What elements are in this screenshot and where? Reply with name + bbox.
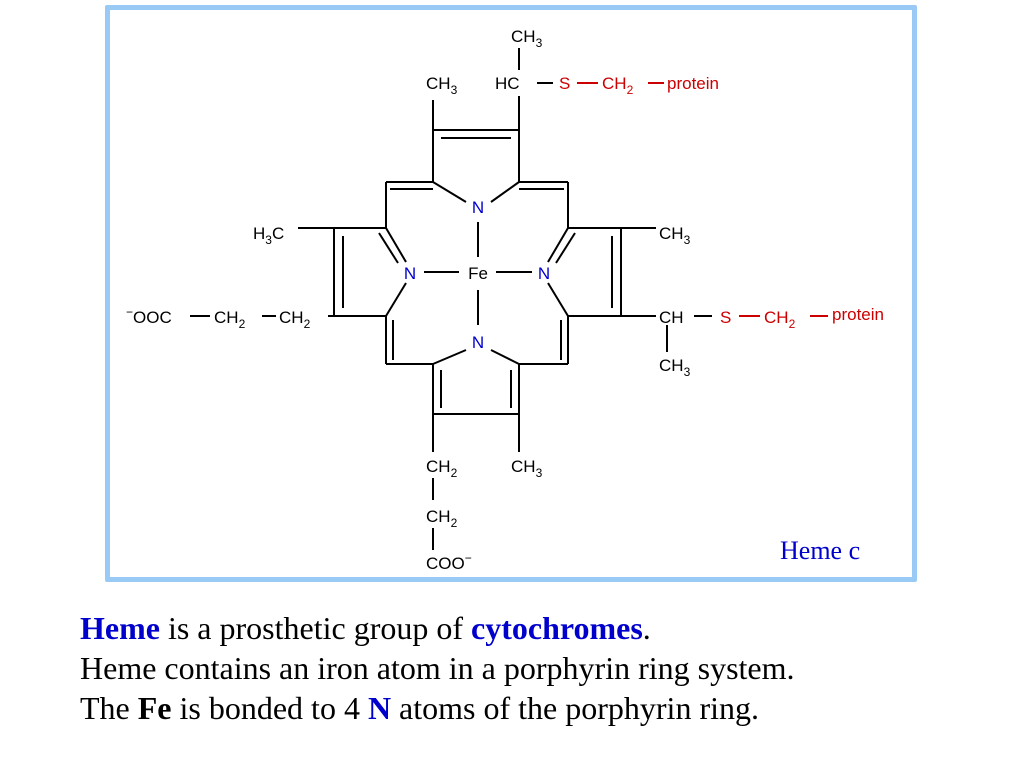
diagram-frame	[105, 5, 917, 582]
fe-label: Fe	[468, 264, 488, 283]
red-bonds	[577, 82, 828, 317]
ch2-top: CH2	[602, 74, 634, 97]
ch3-bottom-right: CH3	[511, 457, 543, 480]
coo-bottom: COO−	[426, 551, 472, 573]
ooc-left: −OOC	[126, 305, 172, 327]
ch2-bottom-a: CH2	[426, 457, 458, 480]
s-top: S	[559, 74, 570, 93]
ch2-left-a: CH2	[214, 308, 246, 331]
ch2-bottom-b: CH2	[426, 507, 458, 530]
n-left-label: N	[404, 264, 416, 283]
description-line-2: Heme contains an iron atom in a porphyri…	[80, 650, 795, 686]
protein-top: protein	[667, 74, 719, 93]
ch2-right: CH2	[764, 308, 796, 331]
n-bottom-label: N	[472, 333, 484, 352]
h3c-left: H3C	[253, 224, 284, 247]
ch3-right-upper: CH3	[659, 224, 691, 247]
description-line-1: Heme is a prosthetic group of cytochrome…	[80, 610, 651, 646]
description-text: Heme is a prosthetic group of cytochrome…	[80, 608, 1010, 728]
ch3-top-branch: CH3	[511, 27, 543, 50]
s-right: S	[720, 308, 731, 327]
n-top-label: N	[472, 198, 484, 217]
ch2-left-b: CH2	[279, 308, 311, 331]
black-bonds	[190, 48, 712, 550]
description-line-3: The Fe is bonded to 4 N atoms of the por…	[80, 690, 759, 726]
hc-top: HC	[495, 74, 520, 93]
ch-right: CH	[659, 308, 684, 327]
protein-right: protein	[832, 305, 884, 324]
ch3-right-lower: CH3	[659, 356, 691, 379]
n-right-label: N	[538, 264, 550, 283]
ch3-top-left: CH3	[426, 74, 458, 97]
diagram-caption: Heme c	[780, 536, 861, 565]
